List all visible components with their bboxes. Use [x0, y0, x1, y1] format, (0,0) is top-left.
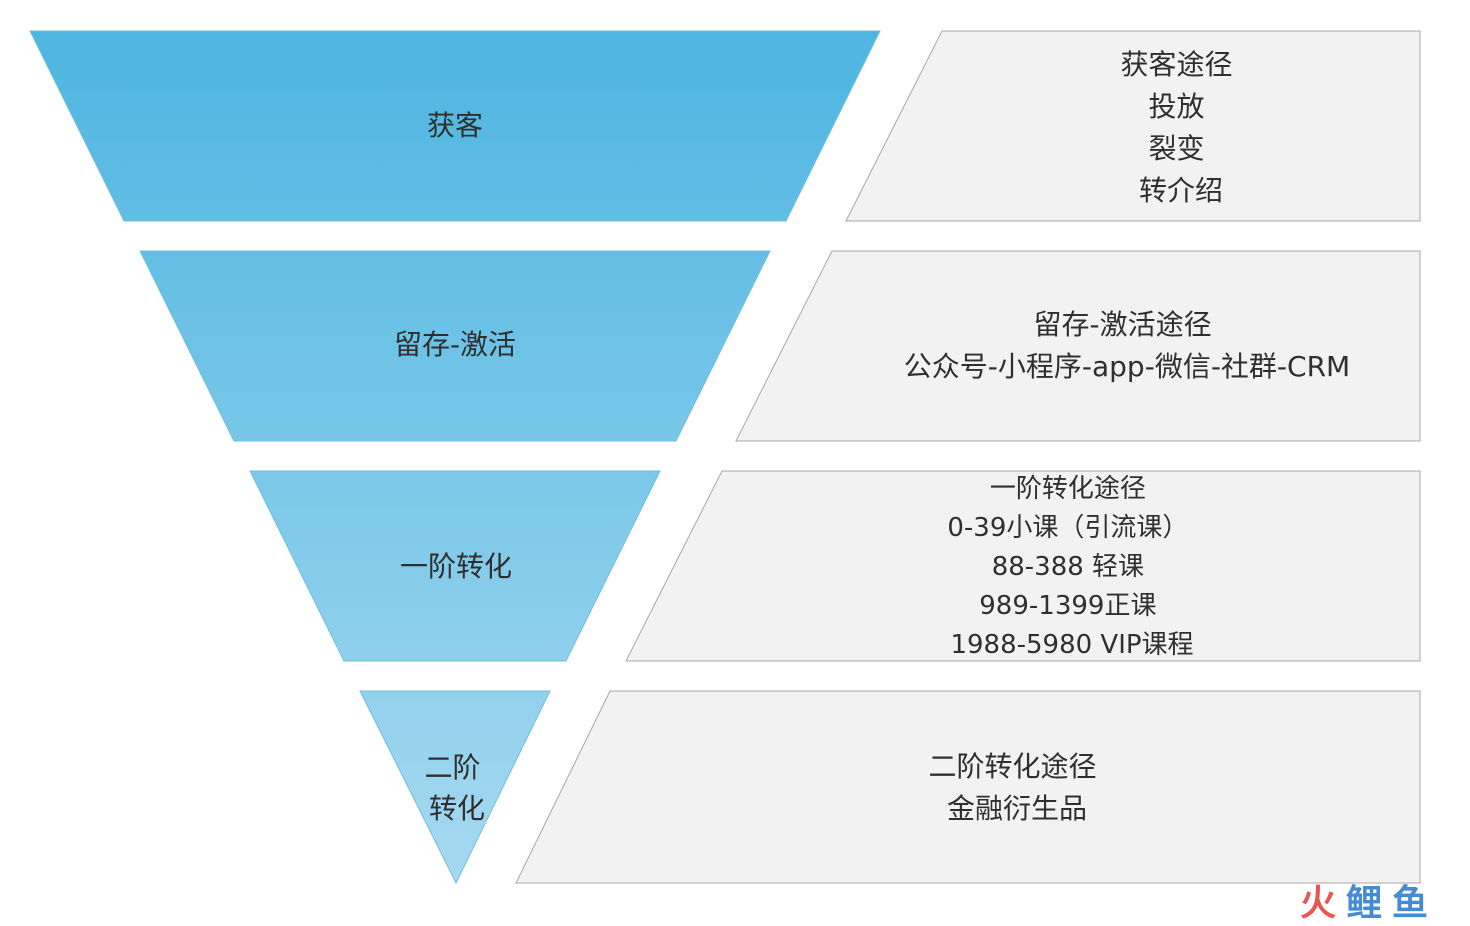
watermark-char-carp: 鲤	[1346, 883, 1382, 924]
detail-panel-first-conversion: 一阶转化途径 0-39小课（引流课） 88-388 轻课 989-1399正课 …	[625, 470, 1421, 662]
detail-panel-shape-acquisition	[845, 30, 1421, 222]
stage-label-retention: 留存-激活	[394, 328, 516, 361]
detail-line: 一阶转化途径	[990, 474, 1146, 504]
funnel-segment-acquisition	[29, 30, 881, 222]
detail-panel-shape-second-conversion	[515, 690, 1421, 884]
funnel-segment-second-conversion	[359, 690, 551, 885]
detail-line: 投放	[1149, 90, 1205, 123]
detail-line: 989-1399正课	[979, 591, 1156, 621]
watermark-char-fish: 鱼	[1392, 883, 1428, 924]
detail-panel-second-conversion: 二阶转化途径 金融衍生品	[515, 690, 1421, 884]
stage-label-second-conversion: 二阶 转化	[425, 751, 490, 825]
funnel-segment-retention	[139, 250, 771, 442]
detail-line: 裂变	[1149, 132, 1205, 165]
detail-line: 88-388 轻课	[992, 552, 1144, 582]
watermark-logo: 火 鲤 鱼	[1300, 883, 1428, 924]
detail-text-retention: 留存-激活途径 公众号-小程序-app-微信-社群-CRM	[904, 308, 1350, 383]
funnel-stage-first-conversion: 一阶转化	[249, 470, 661, 662]
detail-panel-shape-first-conversion	[625, 470, 1421, 662]
detail-panel-retention: 留存-激活途径 公众号-小程序-app-微信-社群-CRM	[735, 250, 1421, 442]
detail-line: 公众号-小程序-app-微信-社群-CRM	[904, 350, 1350, 383]
watermark-char-fire: 火	[1300, 883, 1336, 924]
funnel-stage-acquisition: 获客	[29, 30, 881, 222]
funnel-segment-first-conversion	[249, 470, 661, 662]
stage-label-first-conversion: 一阶转化	[400, 550, 512, 583]
detail-line: 获客途径	[1121, 48, 1233, 81]
detail-text-acquisition: 获客途径 投放 裂变 转介绍	[1121, 48, 1242, 207]
stage-label-acquisition: 获客	[427, 109, 483, 142]
detail-line: 转介绍	[1139, 174, 1223, 207]
detail-line: 金融衍生品	[947, 792, 1087, 825]
detail-text-first-conversion: 一阶转化途径 0-39小课（引流课） 88-388 轻课 989-1399正课 …	[947, 474, 1196, 660]
funnel-stage-second-conversion: 二阶 转化	[359, 690, 551, 885]
detail-line: 1988-5980 VIP课程	[950, 630, 1193, 660]
funnel-stage-retention: 留存-激活	[139, 250, 771, 442]
detail-panel-acquisition: 获客途径 投放 裂变 转介绍	[845, 30, 1421, 222]
detail-text-second-conversion: 二阶转化途径 金融衍生品	[929, 750, 1106, 825]
detail-line: 留存-激活途径	[1033, 308, 1211, 341]
detail-line: 二阶转化途径	[929, 750, 1097, 783]
detail-panel-shape-retention	[735, 250, 1421, 442]
detail-line: 0-39小课（引流课）	[947, 513, 1188, 543]
